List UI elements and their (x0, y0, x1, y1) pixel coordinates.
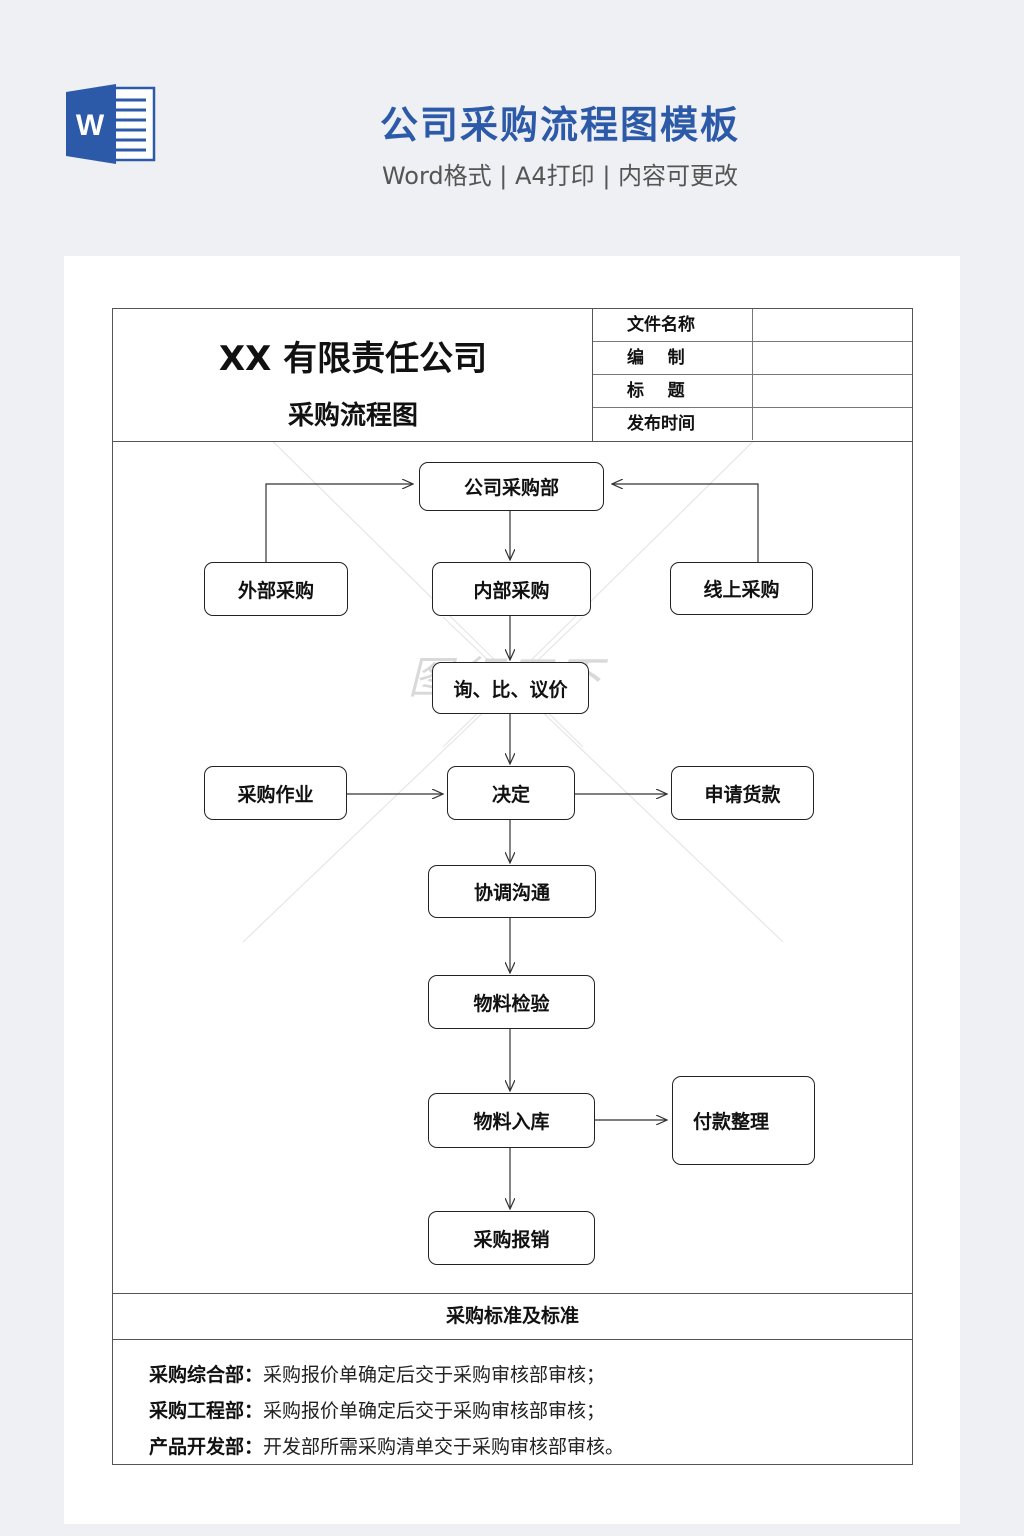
meta-label: 文件名称 (593, 309, 753, 341)
meta-value[interactable] (753, 342, 912, 374)
meta-label: 编 制 (593, 342, 753, 374)
standard-text: 采购报价单确定后交于采购审核部审核； (263, 1400, 606, 1422)
node-decision[interactable]: 决定 (447, 766, 575, 820)
node-payment-request[interactable]: 申请货款 (671, 766, 814, 820)
page-subtitle: Word格式 | A4打印 | 内容可更改 (381, 162, 739, 190)
meta-value[interactable] (753, 375, 912, 407)
node-company-purchasing-dept[interactable]: 公司采购部 (419, 462, 604, 511)
standard-text: 采购报价单确定后交于采购审核部审核； (263, 1364, 606, 1386)
node-payment-arrangement[interactable]: 付款整理 (672, 1076, 815, 1165)
arrow-external-to-dept (265, 484, 413, 562)
document-page: XX 有限责任公司 采购流程图 文件名称 编 制 标 题 发布时间 (64, 256, 960, 1524)
page-title: 公司采购流程图模板 (379, 103, 740, 147)
node-material-inspection[interactable]: 物料检验 (428, 975, 595, 1029)
standard-dept: 产品开发部： (149, 1436, 264, 1458)
meta-value[interactable] (753, 309, 912, 341)
standard-dept: 采购工程部： (149, 1400, 264, 1422)
standards-list: 采购综合部：采购报价单确定后交于采购审核部审核； 采购工程部：采购报价单确定后交… (149, 1357, 889, 1465)
title-area: XX 有限责任公司 采购流程图 (113, 309, 593, 441)
node-coordinate[interactable]: 协调沟通 (428, 865, 596, 918)
meta-label: 发布时间 (593, 408, 753, 440)
meta-table: 文件名称 编 制 标 题 发布时间 (593, 309, 912, 441)
meta-row-title: 标 题 (593, 375, 912, 408)
chart-title: 采购流程图 (287, 401, 418, 431)
standard-text: 开发部所需采购清单交于采购审核部审核。 (263, 1436, 625, 1458)
meta-value[interactable] (753, 408, 912, 440)
node-inquiry-compare-negotiate[interactable]: 询、比、议价 (432, 662, 589, 714)
word-document-icon: W (64, 82, 156, 166)
meta-label: 标 题 (593, 375, 753, 407)
standard-item: 产品开发部：开发部所需采购清单交于采购审核部审核。 (149, 1429, 889, 1465)
node-purchase-reimbursement[interactable]: 采购报销 (428, 1211, 595, 1265)
flowchart: 图行天下 公司采购部 外部采购 内部采购 线上采购 询、比、议价 采购作业 决定… (113, 442, 912, 1292)
node-external-purchase[interactable]: 外部采购 (204, 562, 348, 616)
document-frame: XX 有限责任公司 采购流程图 文件名称 编 制 标 题 发布时间 (112, 308, 913, 1465)
company-name: XX 有限责任公司 (218, 339, 488, 379)
title-divider (113, 441, 912, 442)
standard-item: 采购工程部：采购报价单确定后交于采购审核部审核； (149, 1393, 889, 1429)
standard-dept: 采购综合部： (149, 1364, 264, 1386)
node-online-purchase[interactable]: 线上采购 (670, 562, 813, 615)
node-material-warehousing[interactable]: 物料入库 (428, 1093, 595, 1148)
arrow-online-to-dept (612, 484, 759, 562)
meta-row-file-name: 文件名称 (593, 309, 912, 342)
page-header: W 公司采购流程图模板 Word格式 | A4打印 | 内容可更改 (0, 0, 1024, 256)
svg-text:W: W (76, 109, 105, 142)
standards-title: 采购标准及标准 (113, 1293, 912, 1340)
meta-row-editor: 编 制 (593, 342, 912, 375)
node-internal-purchase[interactable]: 内部采购 (432, 562, 591, 616)
standard-item: 采购综合部：采购报价单确定后交于采购审核部审核； (149, 1357, 889, 1393)
node-purchase-operation[interactable]: 采购作业 (204, 766, 347, 820)
meta-row-publish-time: 发布时间 (593, 408, 912, 441)
